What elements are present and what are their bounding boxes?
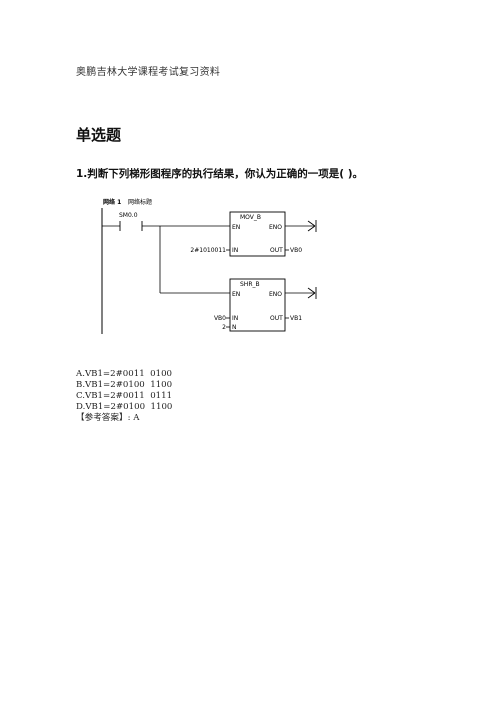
shr-b-title: SHR_B — [240, 281, 260, 288]
mov-b-block: MOV_B EN ENO IN OUT — [229, 211, 286, 257]
header-note: 奥鹏吉林大学课程考试复习资料 — [76, 67, 221, 78]
shr-out-value: VB1 — [290, 315, 302, 322]
mov-b-en: EN — [232, 224, 240, 231]
mov-b-out: OUT — [270, 247, 283, 254]
shr-b-eno: ENO — [269, 291, 282, 298]
shr-n-value: 2 — [222, 324, 226, 331]
option-a: A.VB1=2#0011 0100 — [76, 369, 172, 379]
question-text: 1.判断下列梯形图程序的执行结果，你认为正确的一项是( )。 — [76, 168, 364, 180]
options-list: A.VB1=2#0011 0100 B.VB1=2#0100 1100 C.VB… — [76, 369, 172, 424]
mov-b-eno: ENO — [269, 224, 282, 231]
mov-b-title: MOV_B — [240, 214, 261, 221]
shr-b-en: EN — [232, 291, 240, 298]
option-d: D.VB1=2#0100 1100 — [76, 402, 173, 412]
mov-arrow-icon — [307, 220, 317, 232]
shr-b-n: N — [232, 324, 237, 331]
shr-in-value: VB0 — [214, 315, 226, 322]
network-label: 网络 1 — [103, 198, 121, 206]
option-b: B.VB1=2#0100 1100 — [76, 380, 173, 390]
shr-arrow-icon — [307, 287, 317, 299]
network-comment: 网络标题 — [128, 198, 152, 206]
ladder-diagram: 网络 1 网络标题 SM0.0 MOV_B EN ENO IN OUT 2#10… — [100, 196, 332, 336]
shr-b-block: SHR_B EN ENO IN OUT N — [229, 278, 286, 332]
shr-b-in: IN — [232, 315, 238, 322]
no-contact-symbol — [119, 221, 143, 231]
answer-text: 【参考答案】: A — [76, 413, 140, 423]
mov-out-value: VB0 — [290, 247, 302, 254]
mov-b-in: IN — [232, 247, 238, 254]
section-title: 单选题 — [76, 126, 122, 144]
mov-in-value: 2#1010011 — [190, 247, 226, 254]
contact-label: SM0.0 — [119, 212, 138, 219]
option-c: C.VB1=2#0011 0111 — [76, 391, 173, 401]
shr-b-out: OUT — [270, 315, 283, 322]
